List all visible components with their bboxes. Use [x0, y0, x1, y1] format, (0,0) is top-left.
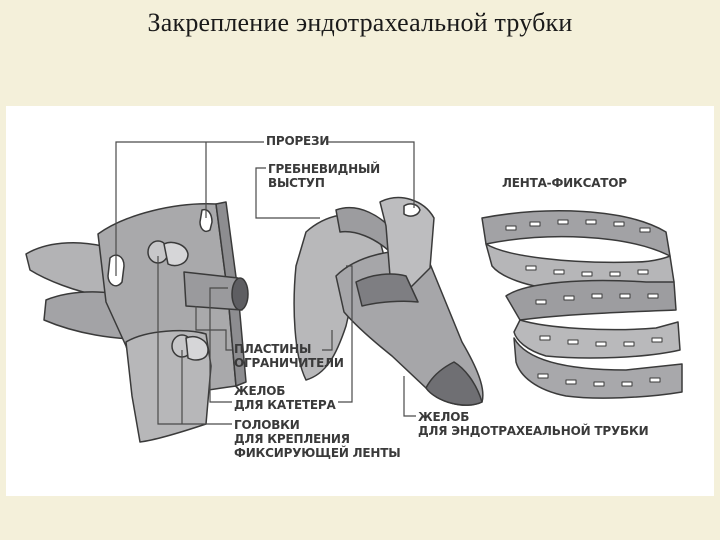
- label-ridge-line1: ГРЕБНЕВИДНЫЙ: [268, 162, 381, 176]
- label-catheter-groove-line2: ДЛЯ КАТЕТЕРА: [234, 398, 336, 412]
- label-plates-line1: ПЛАСТИНЫ: [234, 342, 312, 356]
- device-illustration: [25, 141, 683, 443]
- label-catheter-groove: ЖЕЛОБ ДЛЯ КАТЕТЕРА: [234, 384, 336, 412]
- fixing-tape: [481, 210, 683, 399]
- label-slots-text: ПРОРЕЗИ: [266, 134, 330, 148]
- label-tube-groove-line1: ЖЕЛОБ: [418, 410, 470, 424]
- label-catheter-groove-line1: ЖЕЛОБ: [234, 384, 286, 398]
- label-tube-groove-line2: ДЛЯ ЭНДОТРАХЕАЛЬНОЙ ТРУБКИ: [418, 424, 649, 438]
- slide-title: Закрепление эндотрахеальной трубки: [147, 8, 573, 37]
- label-slots: ПРОРЕЗИ: [266, 134, 329, 148]
- label-plates-line2: ОГРАНИЧИТЕЛИ: [234, 356, 344, 370]
- label-tape-text: ЛЕНТА-ФИКСАТОР: [502, 176, 627, 190]
- label-heads-line1: ГОЛОВКИ: [234, 418, 300, 432]
- label-ridge: ГРЕБНЕВИДНЫЙ ВЫСТУП: [268, 162, 380, 190]
- label-plates: ПЛАСТИНЫ ОГРАНИЧИТЕЛИ: [234, 342, 344, 370]
- leader-lines: [115, 141, 416, 425]
- tube-groove-part: [293, 196, 484, 406]
- label-heads: ГОЛОВКИ ДЛЯ КРЕПЛЕНИЯ ФИКСИРУЮЩЕЙ ЛЕНТЫ: [234, 418, 401, 460]
- label-heads-line2: ДЛЯ КРЕПЛЕНИЯ: [234, 432, 350, 446]
- bite-block-left-part: [25, 201, 249, 443]
- label-heads-line3: ФИКСИРУЮЩЕЙ ЛЕНТЫ: [234, 446, 401, 460]
- label-ridge-line2: ВЫСТУП: [268, 176, 325, 190]
- label-tape: ЛЕНТА-ФИКСАТОР: [502, 176, 627, 190]
- label-tube-groove: ЖЕЛОБ ДЛЯ ЭНДОТРАХЕАЛЬНОЙ ТРУБКИ: [418, 410, 649, 438]
- diagram-panel: ПРОРЕЗИ ГРЕБНЕВИДНЫЙ ВЫСТУП ЛЕНТА-ФИКСАТ…: [6, 106, 714, 496]
